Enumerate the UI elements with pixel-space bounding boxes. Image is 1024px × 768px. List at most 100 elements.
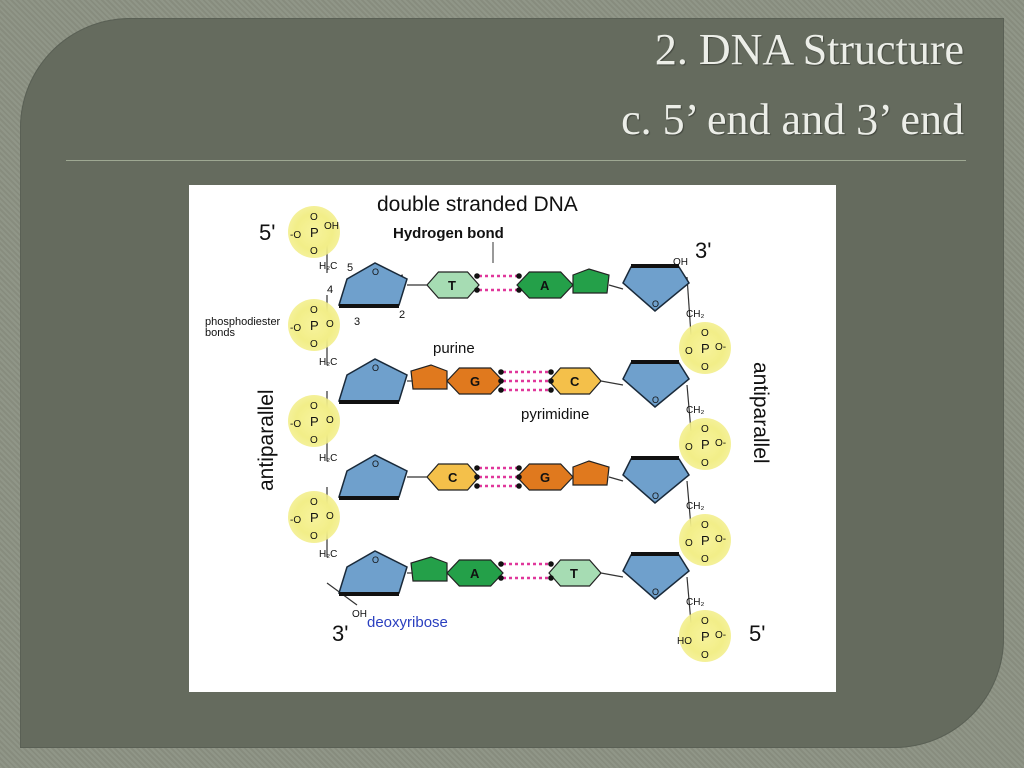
hydrogen-bond-label: Hydrogen bond	[393, 225, 504, 242]
phosphate-glow	[288, 206, 340, 258]
oxygen-minus-atom: -O	[290, 419, 301, 430]
adenine-letter: A	[470, 566, 480, 581]
left-deoxyribose-sugar: O	[337, 262, 408, 308]
oxygen-atom: O	[701, 362, 709, 373]
dna-diagram: double stranded DNA Hydrogen bond 5' 3' …	[205, 193, 772, 662]
bond-dot	[498, 378, 504, 384]
guanine-letter: G	[470, 374, 480, 389]
phosphate-glow	[288, 395, 340, 447]
methylene-right: CH₂	[686, 309, 704, 320]
bond-dot	[516, 465, 522, 471]
thymine-base: T	[426, 271, 480, 299]
bond-dot	[548, 561, 554, 567]
carbon-4-label: 4	[327, 284, 333, 296]
guanine-letter: G	[540, 470, 550, 485]
phosphate-glow	[288, 299, 340, 351]
oxygen-atom: O	[701, 458, 709, 469]
phosphorus-atom: P	[310, 318, 319, 333]
ring-oxygen-atom: O	[372, 555, 379, 565]
pyrimidine-label: pyrimidine	[521, 406, 589, 423]
phosphorus-atom: P	[310, 414, 319, 429]
thymine-letter: T	[448, 278, 456, 293]
cytosine-letter: C	[570, 374, 580, 389]
ring-oxygen-atom: O	[652, 587, 659, 597]
carbon-5-label: 5	[347, 262, 353, 274]
bond-dot	[474, 287, 480, 293]
phosphate-glow	[288, 491, 340, 543]
oxygen-minus-atom: O-	[715, 630, 726, 641]
methylene-right: CH₂	[686, 597, 704, 608]
oxygen-atom: O	[701, 650, 709, 661]
oxygen-minus-atom: -O	[290, 323, 301, 334]
oxygen-minus-atom: O-	[715, 342, 726, 353]
oxygen-minus-atom: O-	[715, 534, 726, 545]
slide-title: 2. DNA Structure	[654, 25, 964, 74]
ring-oxygen-atom: O	[652, 491, 659, 501]
methylene-left: H₂C	[319, 261, 337, 272]
phosphodiester-label: phosphodiester	[205, 316, 281, 328]
phosphorus-atom: P	[701, 341, 710, 356]
carbon-3-label: 3	[354, 316, 360, 328]
thymine-base: T	[548, 559, 602, 587]
figure-heading: double stranded DNA	[377, 193, 578, 216]
ring-oxygen-atom: O	[372, 363, 379, 373]
sugar-ring	[622, 458, 690, 504]
oxygen-atom: O	[310, 435, 318, 446]
antiparallel-right-label: antiparallel	[749, 362, 772, 464]
adenine-base: A	[516, 268, 610, 299]
phosphorus-atom: P	[310, 510, 319, 525]
right-deoxyribose-sugar: O	[622, 360, 690, 408]
hydroxyl-3-prime-bottom: OH	[352, 609, 367, 620]
bond-dot	[474, 483, 480, 489]
ring-oxygen-atom: O	[652, 299, 659, 309]
oxygen-minus-atom: O-	[715, 438, 726, 449]
phosphorus-atom: P	[701, 629, 710, 644]
phosphorus-atom: P	[701, 437, 710, 452]
oxygen-atom: O	[326, 319, 334, 330]
oxygen-atom: O	[310, 212, 318, 223]
bond-dot	[516, 474, 522, 480]
oxygen-atom: O	[701, 328, 709, 339]
adenine-letter: A	[540, 278, 550, 293]
bond-dot	[548, 575, 554, 581]
right-deoxyribose-sugar: O	[622, 552, 690, 600]
phosphorus-atom: P	[701, 533, 710, 548]
cytosine-base: C	[426, 463, 480, 491]
phosphate-glow	[679, 418, 731, 470]
guanine-base: G	[516, 460, 610, 491]
bond-dot	[498, 575, 504, 581]
end-label-bottom-right: 5'	[749, 621, 765, 646]
bond-dot	[516, 273, 522, 279]
oxygen-atom: O	[310, 246, 318, 257]
phosphate-glow	[679, 514, 731, 566]
oxygen-minus-atom: -O	[290, 230, 301, 241]
deoxyribose-sugars: O O O O O O O O	[337, 262, 690, 600]
oxygen-atom: O	[310, 305, 318, 316]
oxygen-atom: O	[685, 538, 693, 549]
title-divider	[66, 160, 966, 161]
end-label-bottom-left: 3'	[332, 621, 348, 646]
bond-dot	[498, 369, 504, 375]
oxygen-atom: O	[701, 554, 709, 565]
methylene-left: H₂C	[319, 549, 337, 560]
ring-oxygen-atom: O	[652, 395, 659, 405]
hydroxyl-group: HO	[677, 636, 692, 647]
bond-dot	[548, 387, 554, 393]
bond-dot	[548, 369, 554, 375]
sugar-ring	[622, 554, 690, 600]
dna-structure-figure: double stranded DNA Hydrogen bond 5' 3' …	[189, 185, 836, 692]
methylene-right: CH₂	[686, 501, 704, 512]
